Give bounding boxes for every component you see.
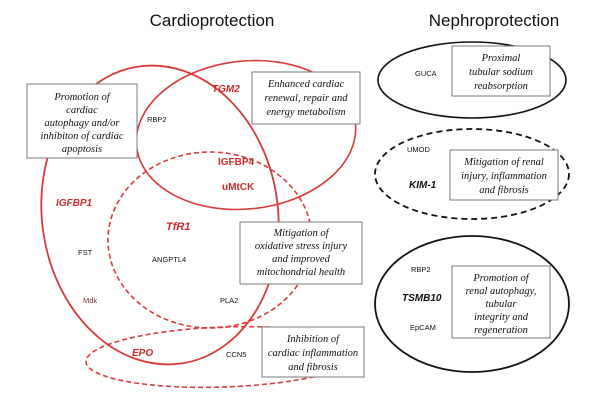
svg-text:Enhanced cardiac: Enhanced cardiac [267, 79, 345, 90]
svg-text:integrity and: integrity and [474, 312, 529, 323]
box-proximal-sodium: Proximal tubular sodium reabsorption [451, 45, 551, 97]
gene-tgm2: TGM2 [212, 84, 240, 95]
box-cardiac-autophagy: Promotion of cardiac autophagy and/or in… [26, 83, 138, 159]
gene-igfbp1: IGFBP1 [56, 198, 93, 209]
nephro-ellipse-renal-injury [374, 128, 570, 220]
svg-text:Mitigation of: Mitigation of [272, 228, 330, 239]
svg-text:tubular sodium: tubular sodium [469, 67, 533, 78]
box-oxidative-stress: Mitigation of oxidative stress injury an… [239, 221, 363, 285]
nephroprotection-title: Nephroprotection [429, 11, 559, 30]
svg-text:Mitigation of renal: Mitigation of renal [463, 157, 544, 168]
gene-guca: GUCA [415, 69, 437, 78]
svg-text:inhibiton of cardiac: inhibiton of cardiac [40, 131, 123, 142]
svg-text:oxidative stress injury: oxidative stress injury [255, 241, 348, 252]
svg-text:Promotion of: Promotion of [53, 92, 111, 103]
nephro-ellipse-renal-autophagy [374, 235, 570, 373]
box-cardiac-renewal: Enhanced cardiac renewal, repair and ene… [251, 71, 361, 125]
svg-text:reabsorption: reabsorption [474, 81, 528, 92]
gene-pla2: PLA2 [220, 296, 238, 305]
svg-text:cardiac: cardiac [66, 105, 98, 116]
svg-text:cardiac inflammation: cardiac inflammation [268, 348, 358, 359]
svg-text:Inhibition of: Inhibition of [286, 334, 341, 345]
box-cardiac-inflammation: Inhibition of cardiac inflammation and f… [261, 326, 365, 378]
svg-text:Proximal: Proximal [481, 53, 521, 64]
svg-text:apoptosis: apoptosis [62, 144, 102, 155]
svg-text:and fibrosis: and fibrosis [479, 185, 529, 196]
gene-umod: UMOD [407, 145, 430, 154]
gene-rbp2-nephro: RBP2 [411, 265, 431, 274]
gene-tfr1: TfR1 [166, 221, 190, 233]
gene-epcam: EpCAM [410, 323, 436, 332]
gene-mdk: Mdk [83, 296, 97, 305]
venn-ellipse-left [40, 64, 280, 366]
gene-ccn5: CCN5 [226, 350, 246, 359]
gene-umtck: uMtCK [222, 182, 255, 193]
svg-text:injury, inflammation: injury, inflammation [461, 171, 547, 182]
svg-text:autophagy and/or: autophagy and/or [45, 118, 121, 129]
svg-text:and improved: and improved [272, 254, 330, 265]
svg-text:renewal, repair and: renewal, repair and [265, 93, 349, 104]
svg-text:renal autophagy,: renal autophagy, [466, 286, 537, 297]
gene-fst: FST [78, 248, 93, 257]
gene-angptl4: ANGPTL4 [152, 255, 186, 264]
svg-text:Promotion of: Promotion of [472, 273, 530, 284]
nephro-ellipse-sodium [377, 41, 567, 119]
cardioprotection-title: Cardioprotection [150, 11, 275, 30]
svg-text:energy metabolism: energy metabolism [266, 107, 346, 118]
gene-epo: EPO [132, 348, 153, 359]
svg-text:and fibrosis: and fibrosis [288, 362, 338, 373]
box-renal-autophagy: Promotion of renal autophagy, tubular in… [451, 265, 551, 339]
gene-kim1: KIM-1 [409, 180, 437, 191]
box-renal-injury: Mitigation of renal injury, inflammation… [449, 149, 559, 201]
svg-text:tubular: tubular [486, 299, 518, 310]
gene-rbp2-cardio: RBP2 [147, 115, 167, 124]
gene-igfbp4: IGFBP4 [218, 157, 255, 168]
svg-text:mitochondrial health: mitochondrial health [257, 267, 345, 278]
gene-tsmb10: TSMB10 [402, 293, 442, 304]
svg-text:regeneration: regeneration [474, 325, 528, 336]
